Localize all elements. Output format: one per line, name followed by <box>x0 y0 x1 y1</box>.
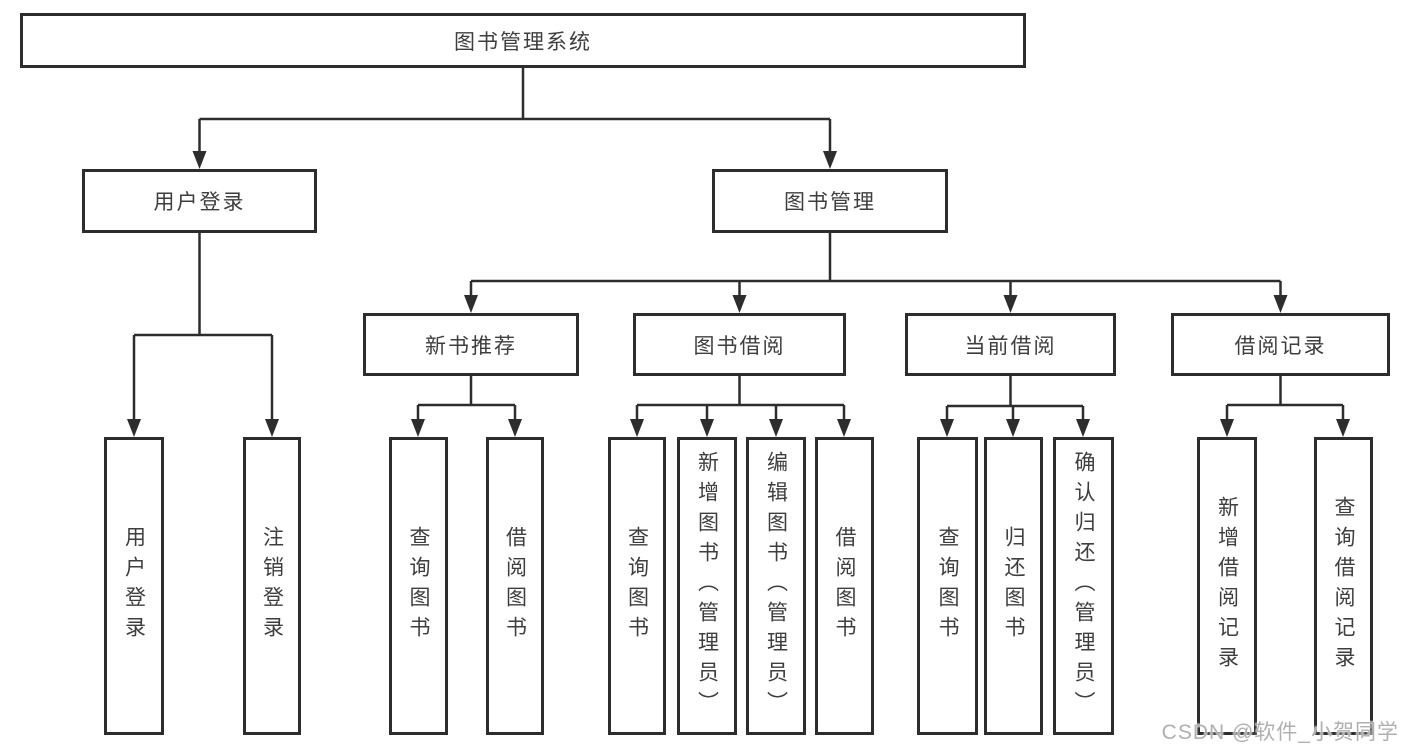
connector-book-borrowing-split <box>635 376 846 420</box>
leaf-borrow-books: 借阅图书 <box>815 437 874 735</box>
node-borrowing-records: 借阅记录 <box>1171 313 1390 376</box>
connector-borrowing-records-split <box>1225 376 1345 420</box>
leaf-add-borrow-record: 新增借阅记录 <box>1197 437 1257 735</box>
node-book-management: 图书管理 <box>712 169 948 233</box>
leaf-query-books-recommend: 查询图书 <box>389 437 448 735</box>
leaf-borrow-books-recommend: 借阅图书 <box>486 437 544 735</box>
leaf-logout: 注销登录 <box>243 437 301 735</box>
leaf-add-book-admin: 新增图书（管理员） <box>677 437 737 735</box>
node-book-borrowing: 图书借阅 <box>633 313 846 376</box>
leaf-query-borrow-record: 查询借阅记录 <box>1314 437 1373 735</box>
leaf-edit-book-admin: 编辑图书（管理员） <box>746 437 806 735</box>
leaf-return-books: 归还图书 <box>984 437 1043 735</box>
connector-current-borrowing-split <box>945 376 1085 420</box>
node-current-borrowing: 当前借阅 <box>905 313 1116 376</box>
leaf-query-books-borrowing: 查询图书 <box>608 437 666 735</box>
arrowheads <box>127 151 1350 437</box>
csdn-watermark: CSDN @软件_小贺同学 <box>1161 721 1399 744</box>
connector-root-split <box>198 68 832 152</box>
node-new-book-recommendation: 新书推荐 <box>363 313 579 376</box>
connector-new-book-split <box>416 376 517 420</box>
connector-user-login-split <box>132 233 274 420</box>
leaf-query-books-current: 查询图书 <box>917 437 978 735</box>
leaf-user-login: 用户登录 <box>104 437 164 735</box>
node-library-management-system: 图书管理系统 <box>20 13 1026 68</box>
node-user-login: 用户登录 <box>82 169 317 233</box>
connector-book-management-split <box>469 233 1282 296</box>
leaf-confirm-return-admin: 确认归还（管理员） <box>1053 437 1114 735</box>
